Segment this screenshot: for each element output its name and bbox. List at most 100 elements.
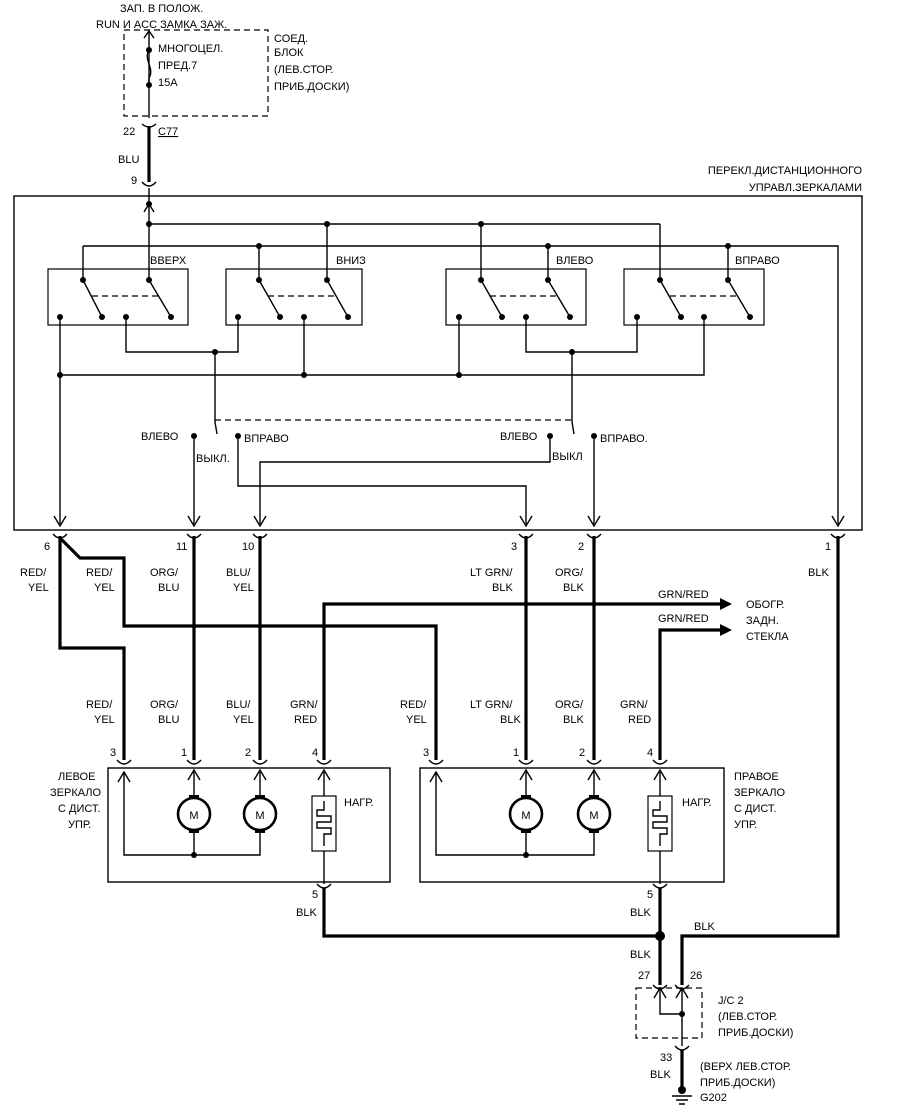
switch-left — [445, 268, 587, 326]
wire-10-label-line2: YEL — [233, 582, 254, 594]
left-mirror-name-line3: С ДИСТ. — [58, 803, 101, 815]
jc2-label-line3: ПРИБ.ДОСКИ) — [718, 1027, 793, 1039]
selector-left-off-label: ВЫКЛ. — [196, 453, 230, 465]
switch-title-line2: УПРАВЛ.ЗЕРКАЛАМИ — [749, 182, 862, 194]
jc-pin-33: 33 — [660, 1052, 672, 1064]
right-wire1-label-line1: LT GRN/ — [470, 699, 513, 711]
selector-right-left-label: ВЛЕВО — [500, 431, 538, 443]
switch-right-label: ВПРАВО — [735, 255, 780, 267]
right-ground-wire-label: BLK — [630, 907, 651, 919]
switch-left-label: ВЛЕВО — [556, 255, 594, 267]
arrow-icon — [519, 768, 601, 781]
jc2-label-line1: J/C 2 — [718, 995, 744, 1007]
connector-icon — [316, 883, 332, 889]
right-mirror: RED/ YEL LT GRN/ BLK ORG/ BLK GRN/ RED 3… — [400, 699, 786, 985]
left-mirror: RED/ YEL ORG/ BLU BLU/ YEL GRN/ RED 3 1 … — [50, 699, 660, 938]
right-wire1-label-line2: BLK — [500, 714, 521, 726]
arrow-icon — [653, 768, 667, 781]
wire-3-label-line1: LT GRN/ — [470, 567, 513, 579]
pin-10: 10 — [242, 541, 254, 553]
left-wire1-label-line2: BLU — [158, 714, 179, 726]
arrow-icon — [720, 598, 732, 610]
fuse-label-line1: МНОГОЦЕЛ. — [158, 43, 223, 55]
right-pin3: 3 — [423, 747, 429, 759]
right-wire2-label-line2: BLK — [563, 714, 584, 726]
connector-icon — [652, 883, 668, 889]
left-mirror-name-line2: ЗЕРКАЛО — [50, 787, 102, 799]
left-pin3: 3 — [110, 747, 116, 759]
wire-10-label-line1: BLU/ — [226, 567, 251, 579]
jc2-outline — [635, 987, 703, 1039]
left-motor-1-label: M — [189, 810, 198, 822]
wire-11-label-line2: BLU — [158, 582, 179, 594]
right-mirror-name-line1: ПРАВОЕ — [734, 771, 779, 783]
wire-6a-label-line2: YEL — [28, 582, 49, 594]
switch-down-label: ВНИЗ — [336, 255, 366, 267]
connector-icon — [141, 181, 157, 187]
right-mirror-name-line3: С ДИСТ. — [734, 803, 777, 815]
connector-icon — [674, 1045, 690, 1051]
wire-2-label-line2: BLK — [563, 582, 584, 594]
mirror-switch: ПЕРЕКЛ.ДИСТАНЦИОННОГО УПРАВЛ.ЗЕРКАЛАМИ В… — [13, 165, 863, 531]
arrow-icon — [117, 770, 131, 783]
junction-block-label-line2: БЛОК — [274, 47, 304, 59]
wire-6b-label-line1: RED/ — [86, 567, 113, 579]
switch-title-line1: ПЕРЕКЛ.ДИСТАНЦИОННОГО — [708, 165, 863, 177]
left-wire1-label-line1: ORG/ — [150, 699, 179, 711]
arrow-icon — [429, 770, 443, 783]
ignition-label-line2: RUN И ACC ЗАМКА ЗАЖ. — [96, 19, 227, 31]
left-wire3-label-line1: RED/ — [86, 699, 113, 711]
ground-location-line2: ПРИБ.ДОСКИ) — [700, 1077, 775, 1089]
ground-wire-label: BLK — [650, 1069, 671, 1081]
arrow-icon — [187, 515, 601, 528]
switch-pin-9: 9 — [131, 175, 137, 187]
splice-wire-label: BLK — [630, 949, 651, 961]
pin-2: 2 — [578, 541, 584, 553]
ground-splice — [655, 931, 665, 941]
pin-11: 11 — [176, 541, 187, 553]
pin-6: 6 — [44, 541, 50, 553]
right-mirror-name-line2: ЗЕРКАЛО — [734, 787, 786, 799]
wire-2-label-line1: ORG/ — [555, 567, 584, 579]
left-pin4: 4 — [312, 747, 318, 759]
connector-c77-label: C77 — [158, 126, 178, 138]
selector-right-right-label: ВПРАВО. — [600, 433, 648, 445]
arrow-icon — [53, 515, 67, 528]
left-pin5: 5 — [312, 889, 318, 901]
arrow-icon — [831, 515, 845, 528]
left-wire2-label-line2: YEL — [233, 714, 254, 726]
fuse-arrow-icon — [143, 29, 155, 39]
connector-icon — [428, 759, 668, 765]
pin-3: 3 — [511, 541, 517, 553]
right-pin4: 4 — [647, 747, 653, 759]
right-pin2: 2 — [579, 747, 585, 759]
left-pin1: 1 — [181, 747, 187, 759]
junction-block-outline — [123, 29, 269, 117]
pin-1: 1 — [825, 541, 831, 553]
defroster-wire1-label: GRN/RED — [658, 589, 709, 601]
left-mirror-outline — [107, 767, 391, 883]
right-motor-2-label: M — [589, 810, 598, 822]
left-motor-2-label: M — [255, 810, 264, 822]
ground-id: G202 — [700, 1092, 727, 1104]
right-heater-label: НАГР. — [682, 797, 712, 809]
wire-6a-label-line1: RED/ — [20, 567, 47, 579]
power-section: ЗАП. В ПОЛОЖ. RUN И ACC ЗАМКА ЗАЖ. МНОГО… — [96, 3, 349, 187]
junction-block-label-line3: (ЛЕВ.СТОР. — [274, 64, 333, 76]
fuse-icon — [146, 49, 152, 85]
wire-1-label: BLK — [808, 567, 829, 579]
arrow-icon — [143, 202, 155, 213]
left-pin2: 2 — [245, 747, 251, 759]
arrow-icon — [187, 768, 267, 781]
right-pin5: 5 — [647, 889, 653, 901]
left-mirror-name-line1: ЛЕВОЕ — [58, 771, 95, 783]
switch-right — [623, 268, 765, 326]
left-heater-label: НАГР. — [344, 797, 374, 809]
connector-icon — [116, 759, 332, 765]
right-wire3-label-line2: YEL — [406, 714, 427, 726]
right-wire4-label-line2: RED — [628, 714, 651, 726]
defroster-label-line3: СТЕКЛА — [746, 631, 789, 643]
switch-down — [225, 268, 363, 326]
arrow-icon — [720, 624, 732, 636]
